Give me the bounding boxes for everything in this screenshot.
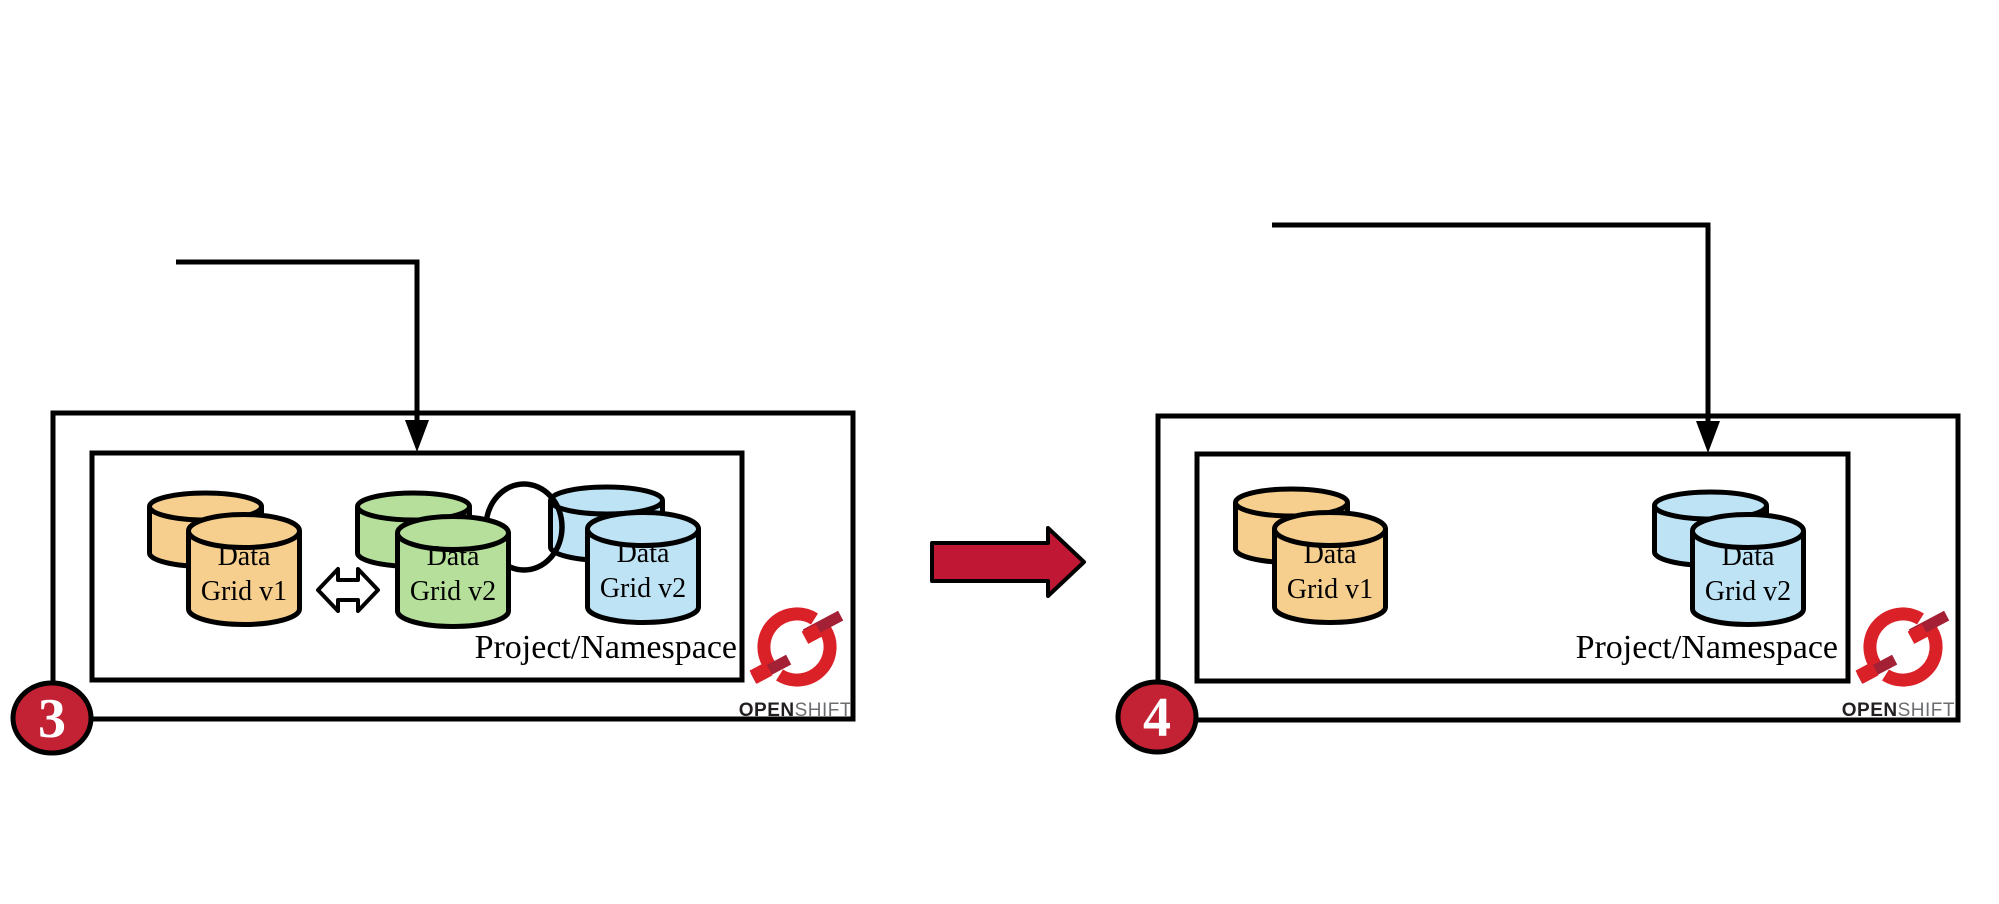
cylinder-label-line2: Grid v1 <box>201 576 287 607</box>
openshift-wordmark: OPENSHIFT <box>739 700 852 721</box>
cylinder-label-line1: Data <box>1304 539 1357 570</box>
project-namespace-label: Project/Namespace <box>1576 629 1838 666</box>
openshift-logo-icon <box>749 607 844 687</box>
panel-step-4: Data Grid v1 Data Grid v2 Project/Namesp… <box>1115 222 1961 755</box>
incoming-traffic-arrowhead-icon <box>405 420 429 452</box>
data-grid-v2-blue-cluster: Data Grid v2 <box>1655 492 1804 625</box>
cylinder-label-line2: Grid v2 <box>1705 576 1791 607</box>
cylinder-label-line1: Data <box>1722 541 1775 572</box>
cylinder-label-line2: Grid v2 <box>410 576 496 607</box>
cylinder-label-line2: Grid v2 <box>600 573 686 604</box>
step-transition-arrow-icon <box>930 526 1086 598</box>
cylinder-label-line1: Data <box>427 541 480 572</box>
step-badge: 4 <box>1115 679 1199 755</box>
cluster-boundary-box <box>1155 413 1961 723</box>
data-grid-v2-green-cluster: Data Grid v2 <box>398 517 509 627</box>
panel-step-3: Data Grid v1 Data Grid v2 Data Grid v2 P… <box>10 259 856 756</box>
data-grid-v1-cluster: Data Grid v1 <box>150 493 300 625</box>
openshift-wordmark: OPENSHIFT <box>1842 700 1955 721</box>
incoming-traffic-line <box>1272 222 1711 425</box>
data-grid-v1-cluster: Data Grid v1 <box>1236 489 1386 623</box>
data-grid-v2-blue-cluster: Data Grid v2 <box>588 513 699 623</box>
incoming-traffic-line <box>176 259 420 424</box>
cylinder-label-line1: Data <box>218 541 271 572</box>
step-badge-number: 4 <box>1143 687 1171 749</box>
cylinder-label-line2: Grid v1 <box>1287 574 1373 605</box>
bidirectional-sync-arrow-icon <box>316 567 380 613</box>
incoming-traffic-arrowhead-icon <box>1696 421 1720 453</box>
cluster-boundary-box <box>50 410 856 722</box>
step-badge: 3 <box>10 680 94 756</box>
cylinder-label-line1: Data <box>617 538 670 569</box>
project-namespace-label: Project/Namespace <box>475 629 737 666</box>
openshift-logo-icon <box>1855 607 1950 687</box>
step-badge-number: 3 <box>38 688 66 750</box>
